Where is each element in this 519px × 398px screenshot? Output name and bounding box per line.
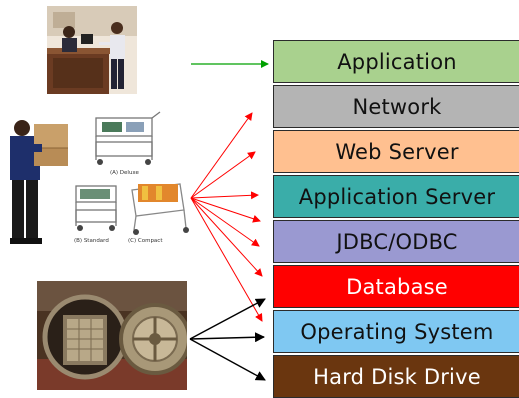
layer-application: Application bbox=[273, 40, 519, 83]
arrow-carts-3 bbox=[190, 191, 259, 200]
cart-caption-deluxe: (A) Deluxe bbox=[110, 170, 140, 176]
arrow-carts-4 bbox=[190, 197, 261, 223]
layer-network: Network bbox=[273, 85, 519, 128]
courier-photo bbox=[2, 118, 74, 250]
layer-hard-disk-drive: Hard Disk Drive bbox=[273, 355, 519, 398]
layer-application-server: Application Server bbox=[273, 175, 519, 218]
arrow-carts-7 bbox=[190, 197, 263, 322]
arrow-carts-5 bbox=[190, 197, 260, 247]
arrow-vault-3 bbox=[189, 338, 266, 381]
teller-counter-photo bbox=[47, 6, 137, 94]
arrow-carts-1 bbox=[190, 112, 253, 199]
layer-operating-system: Operating System bbox=[273, 310, 519, 353]
arrow-vault-2 bbox=[189, 332, 265, 343]
bank-vault-photo bbox=[37, 281, 187, 390]
arrow-carts-6 bbox=[190, 197, 263, 277]
logistics-connectors bbox=[190, 112, 263, 322]
cart-caption-standard: (B) Standard bbox=[74, 238, 109, 244]
arrow-carts-2 bbox=[190, 151, 256, 199]
mail-carts-photo: (A) Deluxe (B) Standard (C) Compact bbox=[72, 110, 192, 250]
layer-jdbc-odbc: JDBC/ODBC bbox=[273, 220, 519, 263]
arrow-vault-1 bbox=[189, 298, 266, 340]
layer-database: Database bbox=[273, 265, 519, 308]
vault-connectors bbox=[189, 298, 266, 381]
layer-web-server: Web Server bbox=[273, 130, 519, 173]
cart-caption-compact: (C) Compact bbox=[128, 238, 163, 244]
